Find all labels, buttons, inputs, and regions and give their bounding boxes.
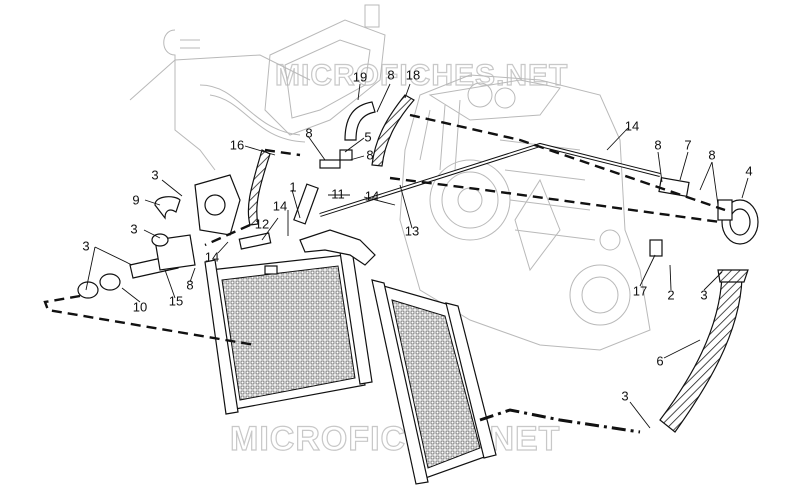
callout-13: 13 [405, 223, 419, 238]
callout-15: 15 [169, 293, 183, 308]
callout-8-e: 8 [654, 137, 661, 152]
routing-line-hose16 [204, 148, 301, 247]
callout-4: 4 [745, 163, 752, 178]
callout-14-b: 14 [365, 188, 379, 203]
callout-14-d: 14 [205, 249, 219, 264]
callout-7: 7 [684, 137, 691, 152]
radiator-left [204, 249, 373, 415]
callout-2: 2 [667, 287, 674, 302]
hose-3-upper [717, 269, 749, 283]
callout-numbers: 19 8 18 14 16 8 5 8 3 1 11 14 13 9 14 12… [82, 67, 752, 403]
callout-16: 16 [230, 137, 244, 152]
callout-14-c: 14 [273, 198, 287, 213]
callout-3-d: 3 [621, 388, 628, 403]
callout-18: 18 [406, 67, 420, 82]
routing-line-upper [409, 113, 726, 212]
hose-6 [659, 274, 743, 433]
leader-lines [85, 83, 749, 429]
thermostat-housing [717, 199, 759, 245]
callout-14-a: 14 [625, 118, 639, 133]
water-pump-housing [77, 174, 241, 299]
hose-19 [344, 101, 376, 141]
callout-5: 5 [364, 129, 371, 144]
callout-8-b: 8 [305, 125, 312, 140]
callout-3-a: 3 [151, 167, 158, 182]
routing-line-bottom [479, 408, 641, 434]
callout-8-a: 8 [387, 67, 394, 82]
callout-17: 17 [633, 283, 647, 298]
callout-3-c: 3 [700, 287, 707, 302]
hose-18 [371, 94, 415, 167]
radiator-right [371, 279, 497, 485]
callout-19: 19 [353, 69, 367, 84]
callout-6: 6 [656, 353, 663, 368]
callout-8-c: 8 [366, 147, 373, 162]
callout-8-f: 8 [708, 147, 715, 162]
hose-16 [247, 149, 271, 226]
callout-11: 11 [331, 186, 345, 201]
callout-12: 12 [255, 216, 269, 231]
pipe-fittings [238, 149, 690, 266]
watermark-top: MICROFICHES.NET [275, 59, 568, 92]
callout-8-d: 8 [186, 277, 193, 292]
expansion-tank-outline [129, 4, 386, 171]
routing-line-middle [389, 176, 721, 224]
callout-3-b: 3 [130, 221, 137, 236]
callout-1: 1 [289, 179, 296, 194]
routing-line-left [43, 294, 256, 347]
callout-3-e: 3 [82, 238, 89, 253]
watermark-bottom: MICROFICHES.NET [230, 420, 560, 458]
callout-9: 9 [132, 192, 139, 207]
callout-10: 10 [133, 299, 147, 314]
